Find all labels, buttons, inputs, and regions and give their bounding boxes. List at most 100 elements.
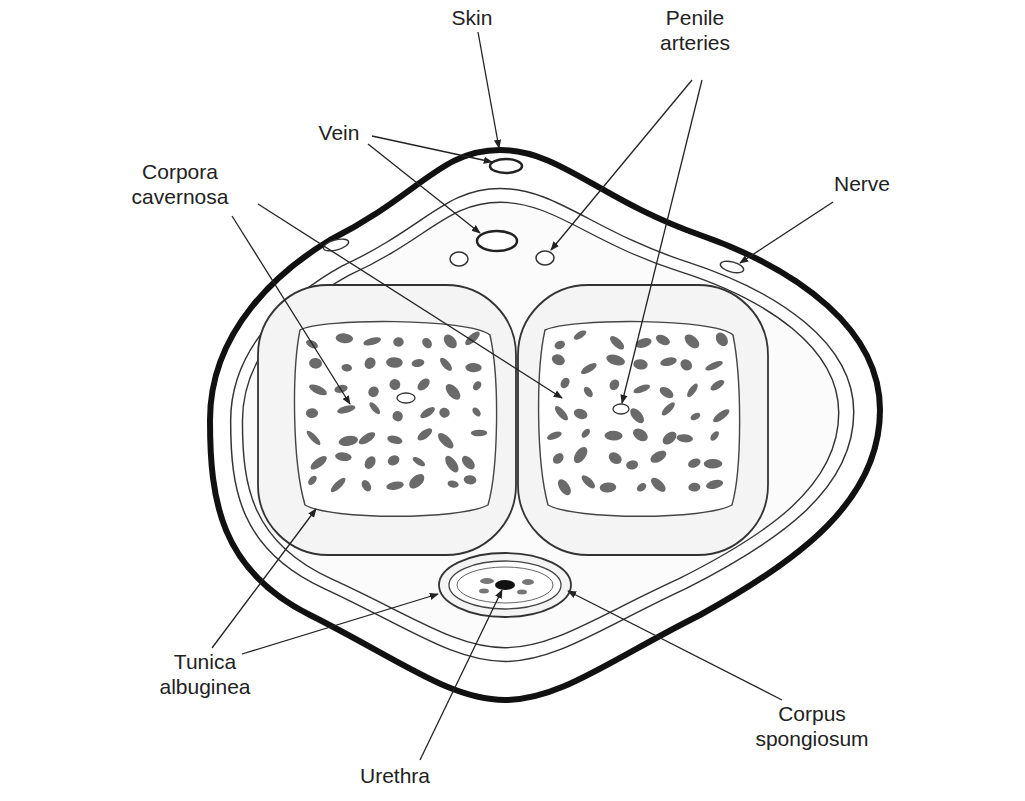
- sinusoid: [306, 474, 318, 486]
- leader-line: [368, 144, 480, 233]
- sinusoid: [357, 430, 377, 447]
- sinusoid: [480, 578, 494, 584]
- sinusoid: [704, 359, 724, 372]
- sinusoid: [676, 433, 693, 443]
- sinusoid: [628, 406, 647, 426]
- leader-lines: [212, 32, 833, 760]
- sinusoid: [386, 454, 401, 468]
- sinusoid: [582, 385, 595, 399]
- sinusoid: [415, 376, 432, 393]
- artery: [397, 393, 415, 403]
- sinusoid: [471, 406, 483, 418]
- sinusoid: [704, 459, 723, 468]
- leader-line: [478, 32, 499, 148]
- sinusoid: [438, 356, 454, 373]
- sinusoid: [443, 381, 463, 402]
- artery: [613, 404, 629, 414]
- sinusoid: [420, 336, 434, 350]
- sinusoid: [572, 329, 587, 342]
- sinusoid: [335, 451, 353, 462]
- sinusoid: [368, 401, 382, 416]
- sinusoid: [608, 378, 622, 392]
- tunica-left: [258, 285, 516, 555]
- sinusoid: [386, 480, 405, 491]
- part-label: Penile arteries: [630, 6, 760, 56]
- sinusoid: [415, 426, 434, 443]
- sinusoid: [360, 478, 373, 493]
- sinusoid: [390, 409, 404, 424]
- sinusoid: [386, 434, 403, 445]
- sinusoid: [447, 479, 459, 488]
- part-label: Corpora cavernosa: [95, 160, 265, 210]
- sinusoid: [571, 445, 590, 466]
- sinusoid: [632, 383, 651, 395]
- urethra-lumen: [495, 580, 515, 590]
- sinusoid: [635, 481, 648, 493]
- sinusoid: [335, 333, 353, 344]
- sinusoid: [625, 459, 638, 470]
- sinusoid: [633, 358, 649, 370]
- sinusoid: [459, 453, 477, 471]
- sinusoid: [435, 431, 456, 452]
- leader-line: [551, 80, 692, 250]
- sinusoid: [648, 448, 668, 465]
- spongiosum: [449, 561, 561, 609]
- sinusoid: [546, 430, 563, 442]
- sinusoid: [599, 482, 616, 493]
- sinusoid: [553, 339, 566, 351]
- part-label: Skin: [440, 6, 504, 31]
- sinusoid: [363, 336, 382, 348]
- sinusoid: [338, 434, 359, 447]
- sinusoid: [649, 475, 669, 494]
- sinusoid: [362, 355, 378, 371]
- sinusoid: [308, 382, 329, 397]
- sinusoid: [711, 407, 731, 425]
- sinusoid: [341, 363, 352, 372]
- sinusoid: [606, 450, 624, 467]
- leader-line: [372, 136, 492, 162]
- sinusoid: [406, 471, 427, 491]
- sinusoid: [411, 455, 426, 468]
- sinusoid: [579, 473, 597, 490]
- sinusoid: [441, 332, 459, 351]
- sinusoid: [305, 429, 323, 447]
- leader-line: [622, 80, 702, 403]
- nerve: [719, 259, 745, 275]
- sinusoid: [709, 430, 721, 443]
- part-label: Tunica albuginea: [140, 650, 270, 700]
- sinusoid: [386, 357, 403, 368]
- leader-line: [568, 591, 782, 700]
- sinusoid: [654, 333, 671, 348]
- sinusoid: [336, 403, 356, 415]
- sinusoid: [559, 376, 572, 390]
- part-label: Urethra: [345, 764, 445, 789]
- sinusoid: [604, 431, 622, 441]
- sinusoid: [660, 429, 679, 447]
- leader-line: [420, 590, 502, 760]
- sinusoid: [553, 404, 570, 422]
- sinusoid: [329, 476, 348, 495]
- sinusoid: [687, 457, 702, 470]
- part-label: Corpus spongiosum: [742, 702, 882, 752]
- fascia-ring: [231, 189, 854, 662]
- sinusoid: [555, 477, 573, 498]
- sinusoid: [631, 426, 650, 444]
- sinusoid: [659, 356, 677, 368]
- sinusoid: [517, 590, 527, 595]
- sinusoid: [682, 332, 702, 351]
- sinusoid: [551, 451, 566, 466]
- sinusoid: [463, 474, 477, 485]
- sinusoid: [387, 377, 402, 392]
- spongiosum-tunica: [439, 553, 571, 617]
- nerve: [322, 237, 350, 253]
- leader-line: [232, 216, 350, 404]
- sinusoid: [688, 482, 701, 492]
- cavernosum-right: [539, 322, 740, 517]
- sinusoid: [709, 378, 726, 393]
- sinusoid: [419, 405, 437, 420]
- sinusoid: [479, 589, 489, 594]
- sinusoid: [465, 363, 482, 373]
- sinusoid: [522, 579, 534, 585]
- sinusoid: [362, 454, 378, 471]
